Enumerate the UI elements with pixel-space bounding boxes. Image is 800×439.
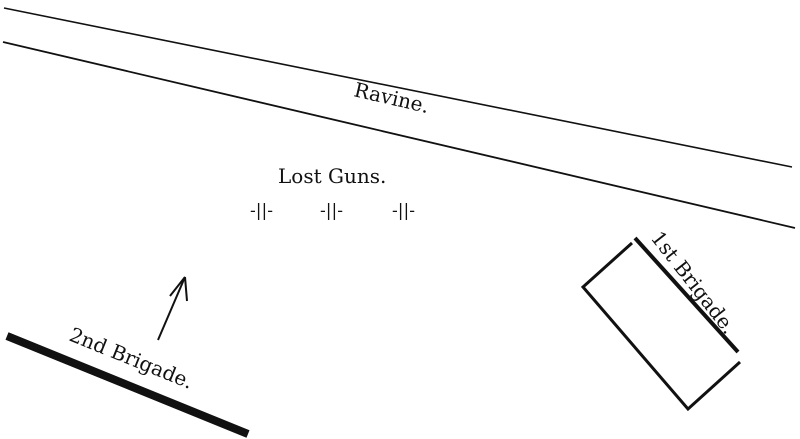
first-brigade: 1st Brigade. [580,226,742,412]
second-brigade: 2nd Brigade. [5,276,250,438]
gun-marker: -||- [320,201,343,221]
ravine-lower-bank [2,41,796,229]
gun-marker: -||- [392,201,415,221]
second-brigade-line [5,332,250,438]
first-brigade-outline [580,241,742,412]
ravine-upper-bank [3,7,793,168]
first-brigade-front-line [633,236,740,354]
lost-guns-label: Lost Guns. [278,164,386,188]
lost-guns: Lost Guns. -||- -||- -||- [250,164,415,221]
gun-marker: -||- [250,201,273,221]
arrow-up-icon [157,276,188,341]
first-brigade-label: 1st Brigade. [646,226,741,338]
ravine-label: Ravine. [352,77,432,118]
ravine: Ravine. [2,7,796,229]
